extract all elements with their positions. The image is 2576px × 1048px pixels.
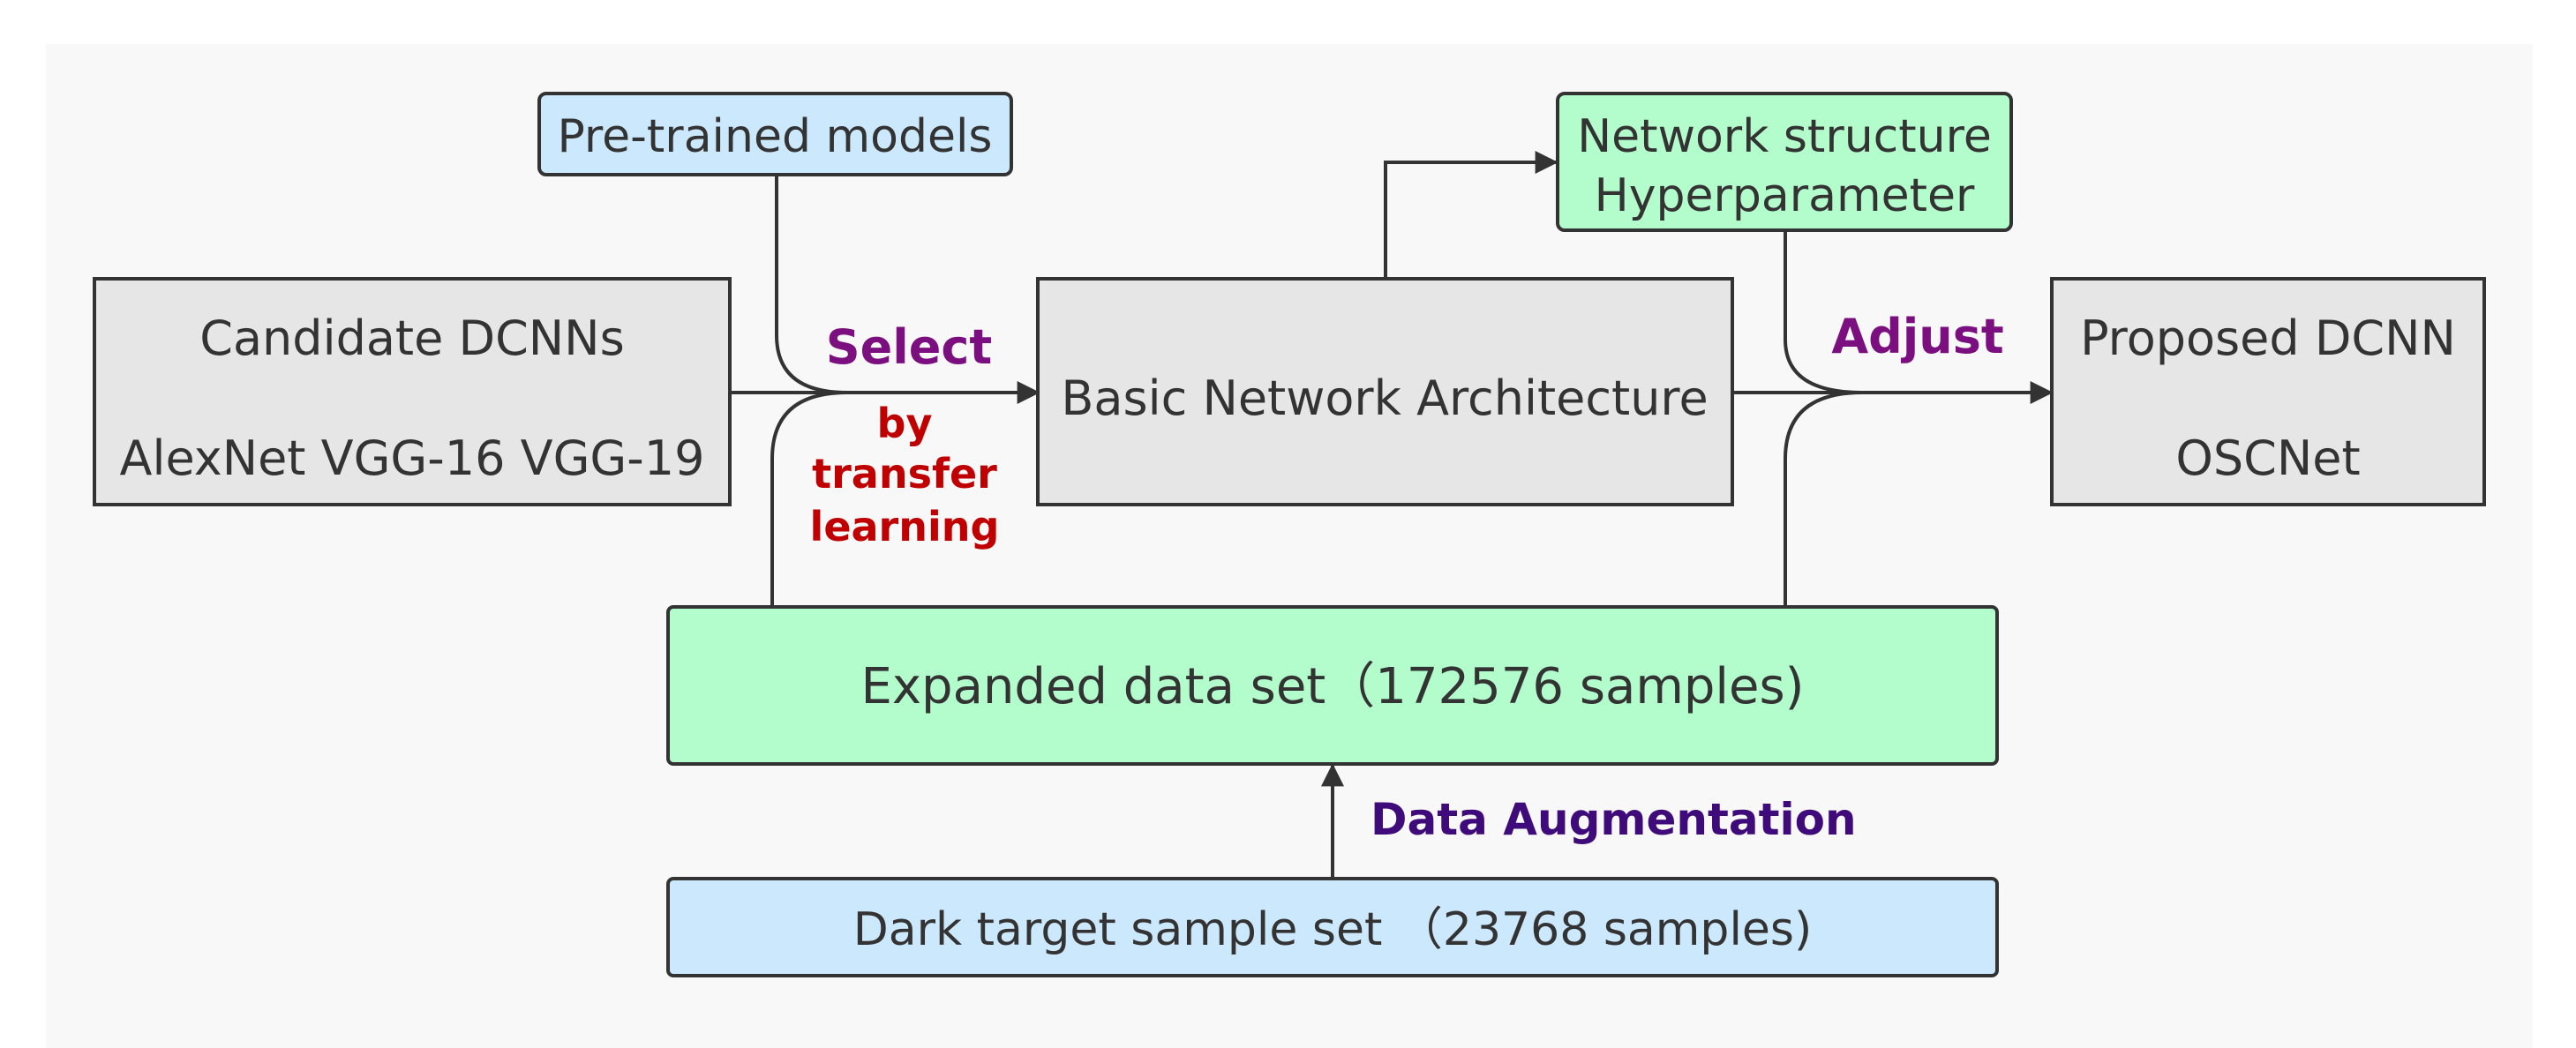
node-pretrained-label: Pre-trained models xyxy=(557,110,992,163)
edge-label-transfer-1: by xyxy=(877,400,933,447)
node-candidates-list: AlexNet VGG-16 VGG-19 xyxy=(120,430,705,486)
edge-label-transfer-2: transfer xyxy=(812,450,997,498)
edge-basic-to-netstruct xyxy=(1384,151,1558,279)
node-expanded-dataset: Expanded data set（172576 samples) xyxy=(666,605,1999,766)
node-expanded-label: Expanded data set（172576 samples) xyxy=(861,658,1805,715)
edge-expanded-to-basic xyxy=(770,391,848,607)
node-pretrained-models: Pre-trained models xyxy=(537,92,1013,176)
node-netstruct-line2: Hyperparameter xyxy=(1595,169,1975,222)
edge-label-transfer-3: learning xyxy=(810,503,1000,550)
edge-label-adjust: Adjust xyxy=(1831,309,2003,364)
node-basic-network: Basic Network Architecture xyxy=(1036,277,1734,506)
node-candidate-dcnns: Candidate DCNNs AlexNet VGG-16 VGG-19 xyxy=(93,277,732,506)
edge-label-data-augmentation: Data Augmentation xyxy=(1371,794,1857,845)
node-dark-label: Dark target sample set （23768 samples) xyxy=(853,903,1813,956)
node-network-structure: Network structure Hyperparameter xyxy=(1556,92,2013,232)
node-proposed-dcnn: Proposed DCNN OSCNet xyxy=(2050,277,2486,506)
edge-netstruct-to-proposed xyxy=(1784,231,1863,394)
edge-label-select: Select xyxy=(826,319,992,375)
node-candidates-title: Candidate DCNNs xyxy=(199,311,624,366)
node-basic-label: Basic Network Architecture xyxy=(1061,371,1708,426)
node-dark-target-set: Dark target sample set （23768 samples) xyxy=(666,877,1999,977)
node-proposed-title: Proposed DCNN xyxy=(2080,311,2456,366)
edge-expanded-to-proposed xyxy=(1784,391,1863,607)
node-proposed-name: OSCNet xyxy=(2175,430,2360,486)
node-netstruct-line1: Network structure xyxy=(1577,110,1992,163)
